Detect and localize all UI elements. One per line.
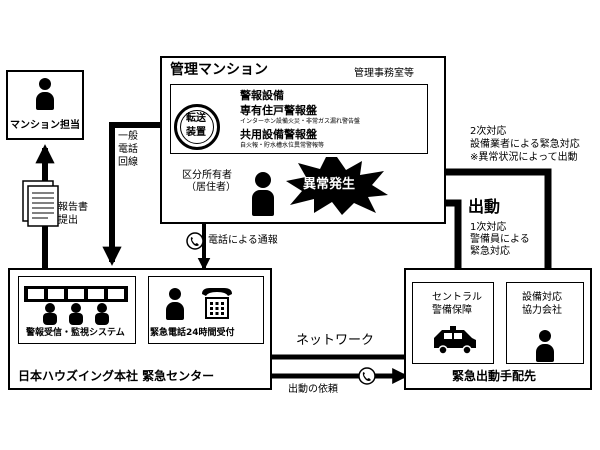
dispatch-phone-icon (358, 367, 376, 385)
senyu-panel: 専有住戸警報盤 (240, 104, 317, 117)
emergency-label: 異常発生 (303, 177, 356, 192)
mansion-tanto-box: マンション担当 (6, 70, 84, 140)
emergency-burst-icon (286, 157, 388, 215)
monitor-system-label: 警報受信・監視システム (26, 328, 125, 338)
owner-line2: （居住者） (186, 182, 236, 193)
partner-line1: 設備対応 (522, 292, 562, 303)
report-label-line1: 報告書 (58, 202, 88, 213)
first-response-2: 警備員による (470, 234, 530, 245)
report-label-line2: 提出 (58, 215, 78, 226)
phone-line-label-3: 回線 (118, 157, 138, 168)
phone-icon (186, 232, 204, 250)
tenso-device: 転送 装置 (174, 104, 220, 150)
central-line1: セントラル (432, 292, 482, 303)
senyu-panel-detail: インターホン設備火災・非常ガス漏れ警告盤 (240, 118, 361, 125)
phone-report-label: 電話による通報 (208, 235, 278, 246)
first-response-3: 緊急対応 (470, 246, 510, 257)
staff-person-icon (36, 78, 54, 110)
tenso-line2: 装置 (186, 127, 206, 138)
security-car-icon (434, 326, 476, 355)
tenso-line1: 転送 (186, 113, 206, 124)
office-label: 管理事務室等 (354, 68, 414, 79)
second-response-3: ※異常状況によって出動 (470, 152, 578, 163)
report-document-icon (22, 180, 59, 227)
mansion-tanto-label: マンション担当 (10, 120, 80, 131)
shutsudo-label: 出動 (468, 197, 501, 216)
dispatch-request-label: 出動の依頼 (288, 384, 338, 395)
owner-line1: 区分所有者 (182, 170, 232, 181)
phone-line-label-1: 一般 (118, 131, 138, 142)
kyoyo-panel: 共用設備警報盤 (240, 128, 317, 141)
monitor-bank-icon (22, 280, 132, 326)
owner-person-icon (252, 172, 274, 216)
partner-line2: 協力会社 (522, 305, 562, 316)
central-line2: 警備保障 (432, 305, 472, 316)
phone-reception-label: 緊急電話24時間受付 (150, 328, 235, 338)
network-label: ネットワーク (296, 333, 375, 348)
dispatch-destination-label: 緊急出動手配先 (452, 369, 537, 383)
first-response-1: 1次対応 (470, 222, 507, 233)
phone-line-label-2: 電話 (118, 144, 138, 155)
alarm-heading: 警報設備 (240, 89, 284, 102)
second-response-1: 2次対応 (470, 126, 507, 137)
center-label: 日本ハウズイング本社 緊急センター (18, 369, 215, 383)
second-response-2: 設備業者による緊急対応 (470, 139, 580, 150)
kanri-mansion-title: 管理マンション (170, 62, 268, 78)
operator-person-icon (166, 288, 184, 320)
central-security-box (412, 282, 494, 364)
kyoyo-panel-detail: 自火報・貯水槽水位異常警報等 (240, 142, 325, 149)
tenso-device-inner (180, 110, 214, 144)
telephone-icon (202, 288, 232, 319)
partner-person-icon (536, 330, 554, 362)
